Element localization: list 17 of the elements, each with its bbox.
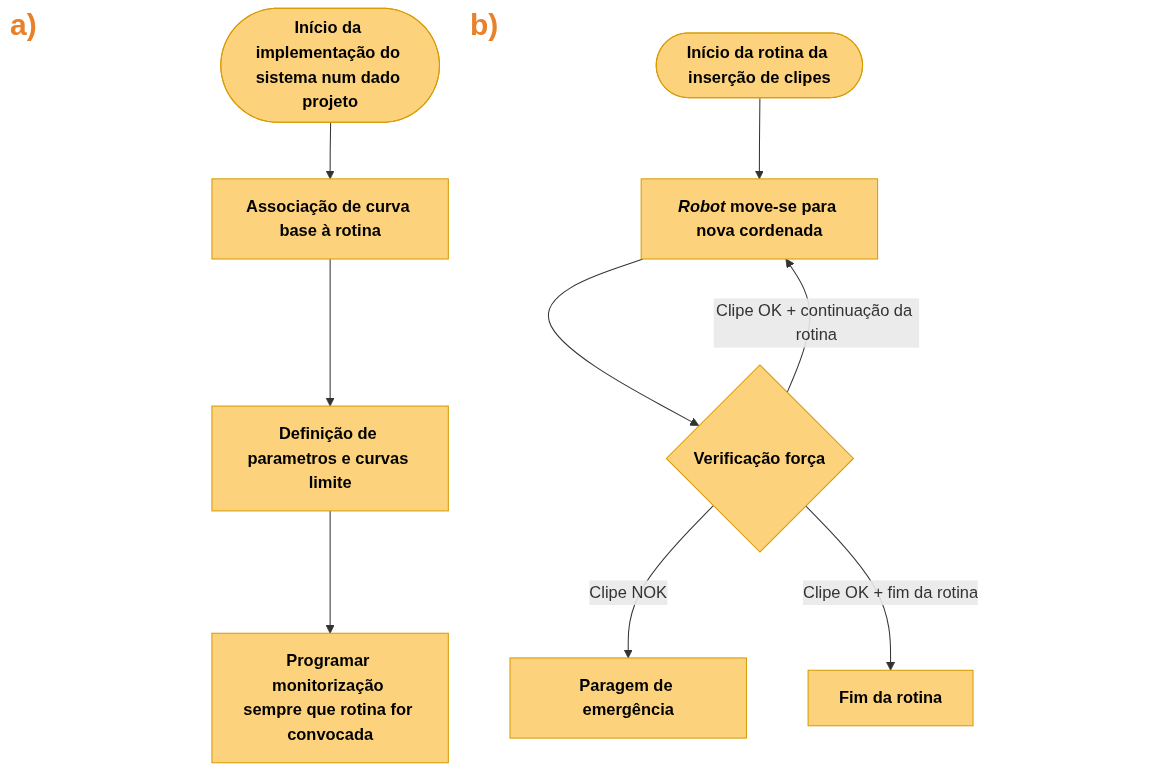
node-box: Definição de parametros e curvas limite	[211, 405, 449, 512]
edge-label: Clipe OK + fim da rotina	[803, 583, 979, 601]
arrow	[325, 258, 335, 407]
edge-label: Clipe OK + continuação da rotina	[716, 301, 913, 344]
panel-label: b)	[470, 8, 499, 42]
arrow	[325, 122, 335, 180]
node-box: Programar monitorização sempre que rotina for convocada	[211, 632, 449, 764]
node-diamond: Verificação força	[665, 364, 855, 553]
node-box: Fim da rotina	[807, 669, 974, 727]
arrow	[547, 258, 700, 426]
panel-label: a)	[10, 8, 37, 42]
node-box: Robot move-se para nova cordenada	[640, 178, 879, 260]
node-box: Associação de curva base à rotina	[211, 178, 449, 260]
node-box: Paragem de emergência	[509, 657, 747, 739]
arrow	[325, 510, 335, 634]
edge-label: Clipe NOK	[589, 583, 668, 601]
arrow	[754, 97, 764, 180]
